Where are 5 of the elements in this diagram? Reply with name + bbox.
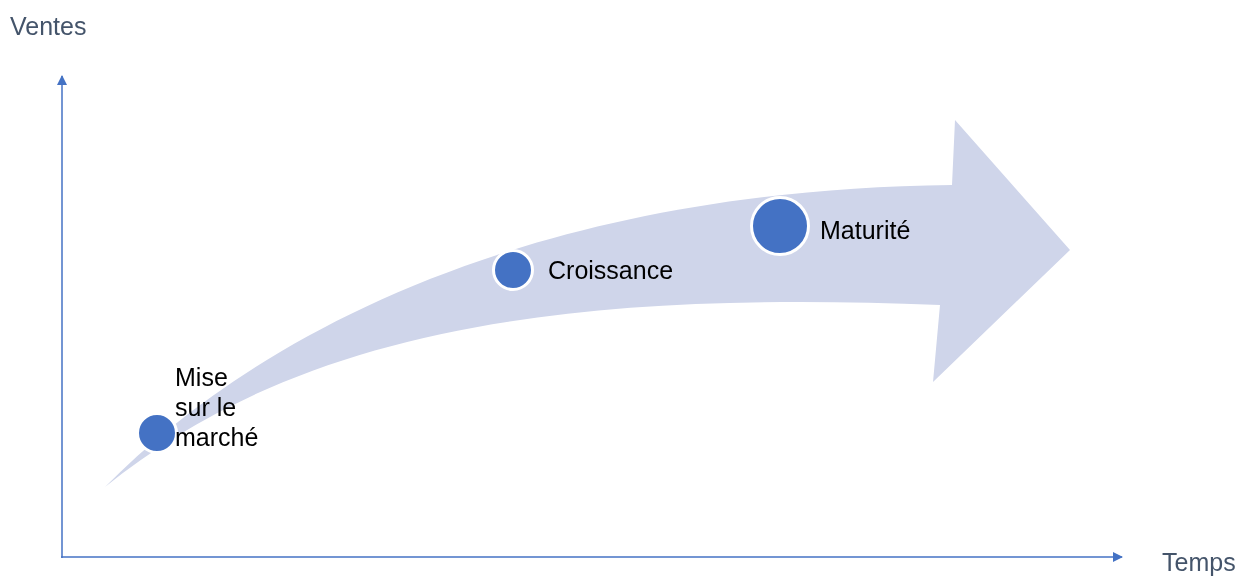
stage-label: Mise sur le marché bbox=[175, 362, 259, 452]
axis-label: Temps bbox=[1162, 548, 1236, 577]
stage-label: Croissance bbox=[548, 255, 674, 285]
axis-label: Ventes bbox=[10, 12, 87, 41]
stage-label: Maturité bbox=[820, 215, 911, 245]
